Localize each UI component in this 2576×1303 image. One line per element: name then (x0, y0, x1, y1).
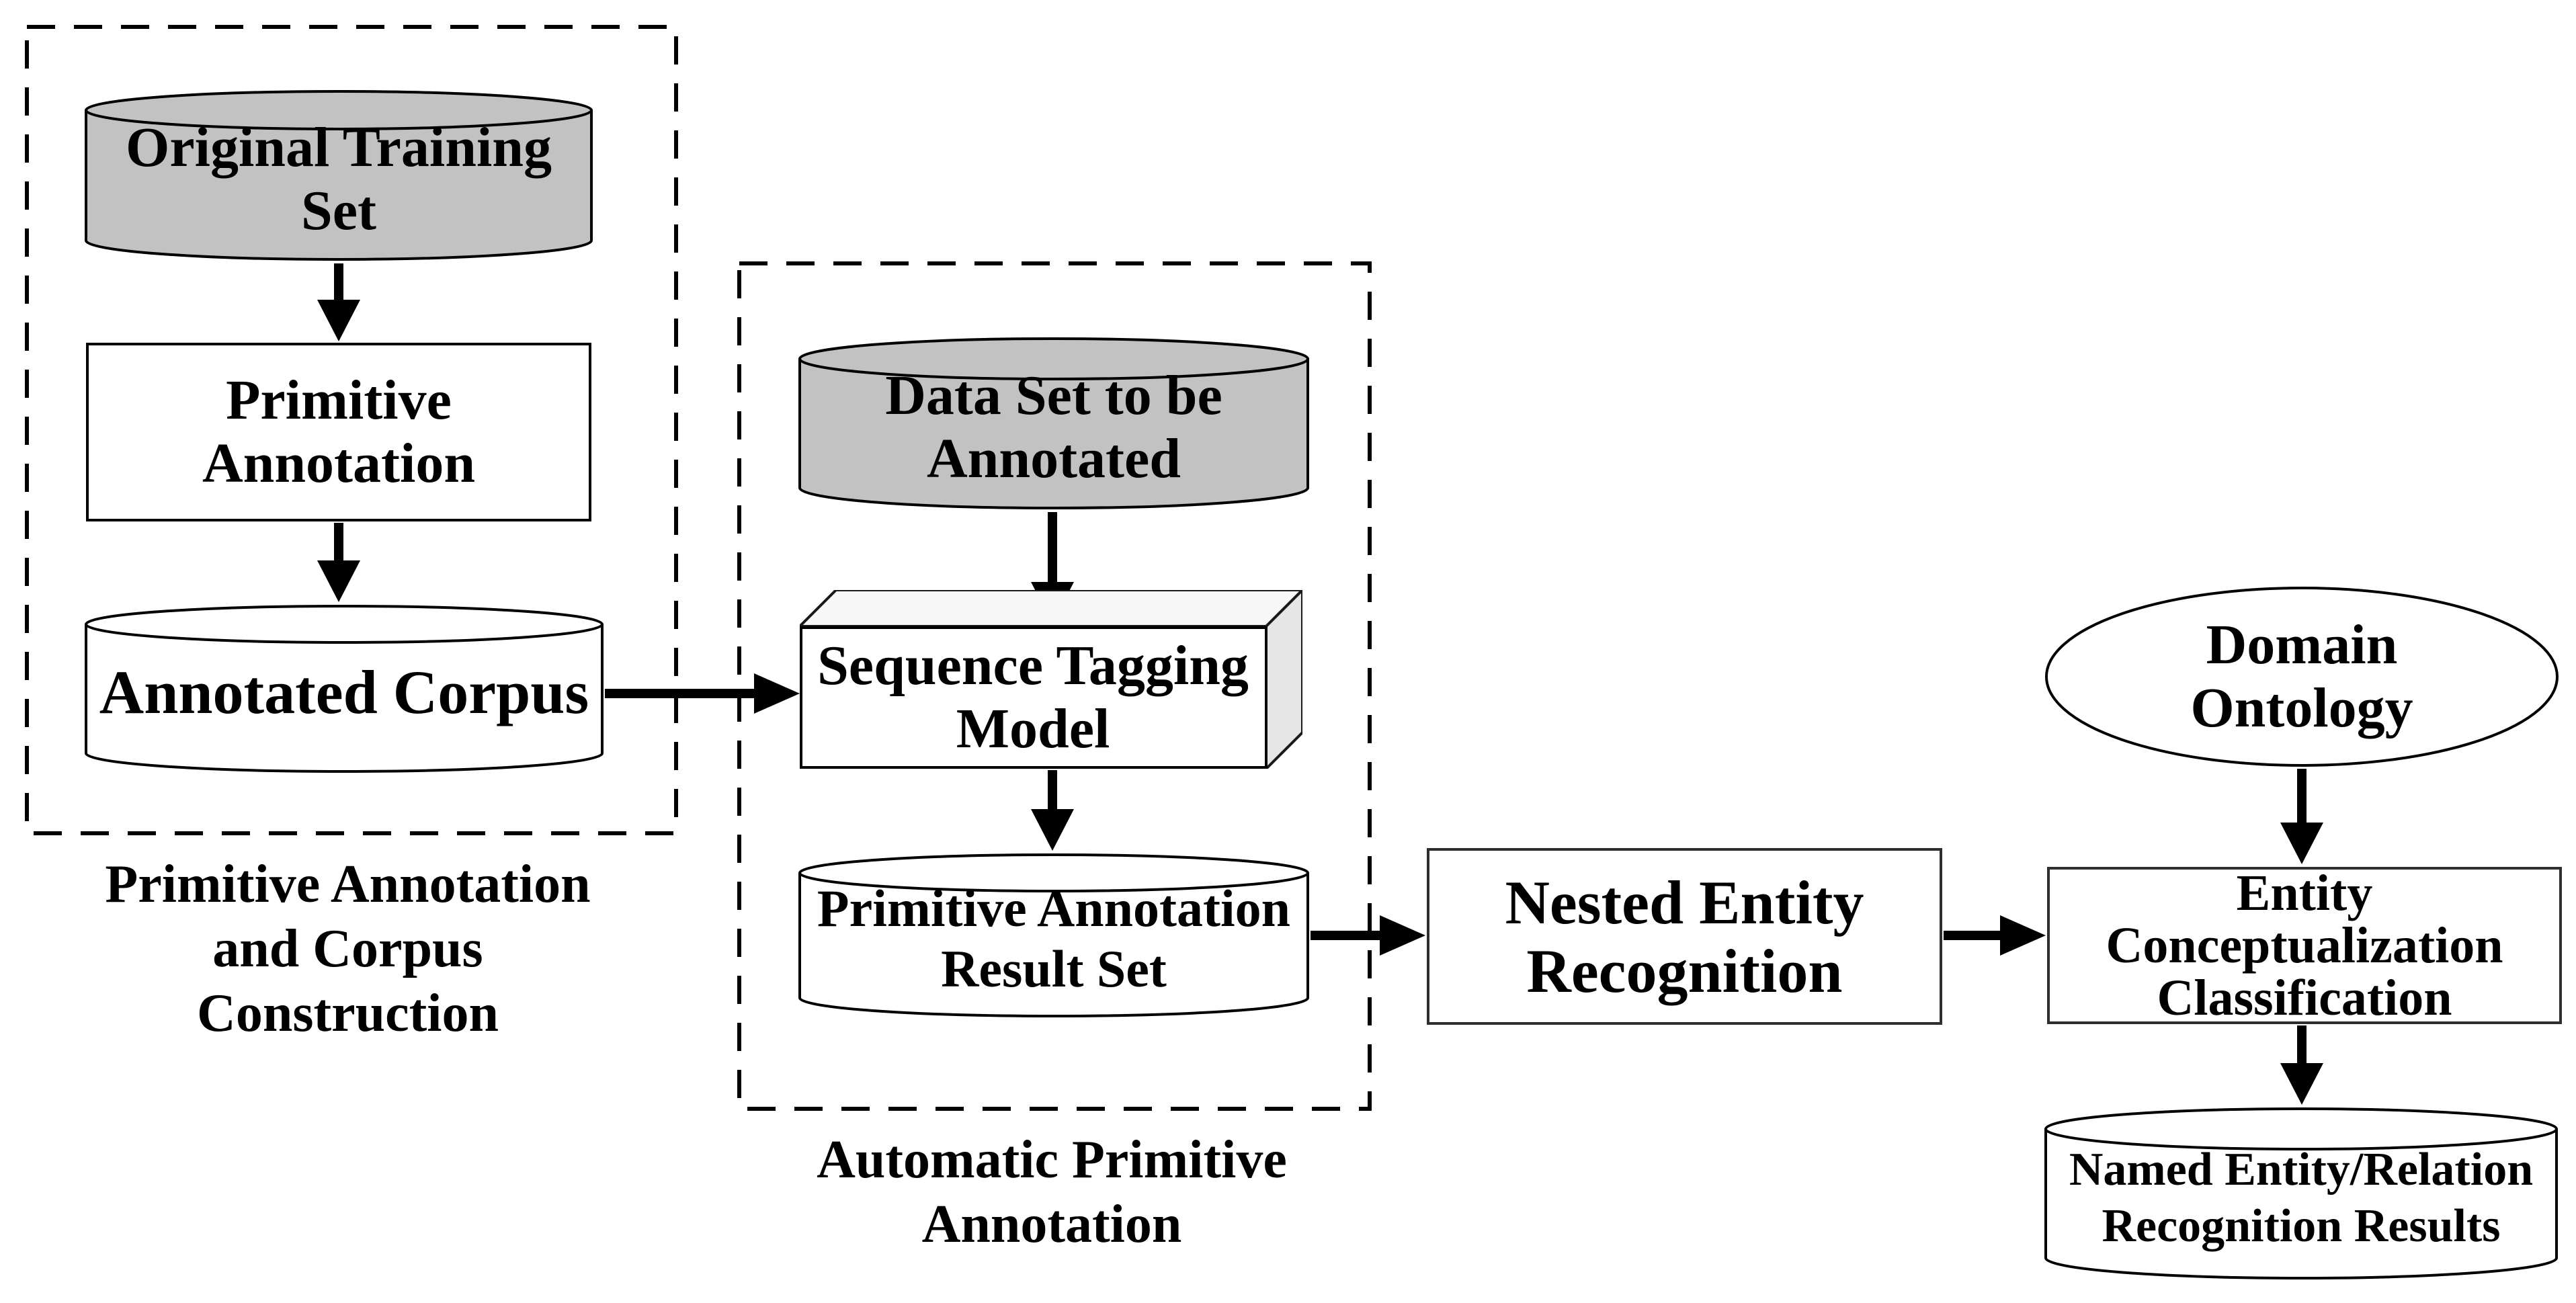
arrow-training-to-annotation (317, 263, 360, 341)
cylinder-top (2044, 1107, 2558, 1150)
cylinder-outline (85, 110, 593, 261)
node-label-line: Nested Entity (1505, 868, 1864, 937)
box3d-top-face (800, 590, 1302, 628)
node-label-line: Sequence Tagging (817, 634, 1249, 697)
domain-ontology-ellipse: Domain Ontology (2044, 586, 2559, 767)
node-label-line: Ontology (2190, 677, 2413, 739)
cylinder-body (86, 91, 591, 259)
cylinder-outline (2044, 1129, 2558, 1279)
sequence-tagging-model-box: Sequence Tagging Model (800, 590, 1302, 769)
node-label-line: Domain (2206, 614, 2398, 676)
caption-line: and Corpus (212, 919, 483, 978)
arrow-result-to-ner (1311, 915, 1425, 956)
node-label-line: Data Set to be (885, 364, 1222, 427)
cylinder-body (800, 855, 1308, 1016)
arrow-annotation-to-corpus (317, 523, 360, 602)
node-label-line: Set (301, 179, 376, 242)
cylinder-body (2046, 1109, 2557, 1278)
caption-primitive-annotation-and-corpus-construction: Primitive Annotation and Corpus Construc… (40, 852, 655, 1046)
cylinder-outline (798, 873, 1309, 1017)
primitive-annotation-box: Primitive Annotation (86, 343, 591, 521)
cylinder-body (86, 606, 602, 771)
node-label-line: Classification (2157, 970, 2452, 1026)
cylinder-outline (85, 624, 604, 773)
original-training-set-cylinder: Original Training Set (85, 89, 593, 262)
primitive-annotation-result-set-cylinder: Primitive Annotation Result Set (798, 852, 1309, 1019)
cylinder-top (85, 605, 604, 644)
caption-line: Automatic Primitive (817, 1130, 1287, 1189)
cylinder-top (798, 853, 1309, 892)
cylinder-outline (798, 359, 1309, 509)
node-label-line: Original Training (125, 116, 552, 179)
node-label-line: Recognition Results (2102, 1200, 2501, 1252)
arrow-ontology-to-conceptualization (2280, 769, 2323, 864)
arrow-corpus-to-model (605, 673, 800, 714)
caption-automatic-primitive-annotation: Automatic Primitive Annotation (773, 1128, 1331, 1257)
node-label-line: Primitive Annotation (817, 879, 1291, 937)
dashed-group-box-automatic-annotation (737, 261, 1372, 1111)
nested-entity-recognition-box: Nested Entity Recognition (1427, 848, 1942, 1025)
node-label-line: Named Entity/Relation (2069, 1144, 2534, 1195)
node-label-line: Model (956, 698, 1110, 760)
entity-conceptualization-classification-box: Entity Conceptualization Classification (2047, 867, 2562, 1024)
node-label-line: Entity (2236, 865, 2373, 921)
ellipse-shape (2045, 587, 2559, 767)
cylinder-body (800, 339, 1308, 508)
node-label-line: Conceptualization (2106, 917, 2503, 974)
arrow-conceptualization-to-results (2280, 1025, 2323, 1105)
arrow-model-to-result (1031, 770, 1074, 851)
box3d-front-face (800, 626, 1268, 769)
annotated-corpus-cylinder: Annotated Corpus (85, 603, 604, 774)
caption-line: Construction (197, 984, 499, 1043)
node-label-line: Primitive (226, 369, 452, 431)
cylinder-top (798, 337, 1309, 380)
named-entity-relation-recognition-results-cylinder: Named Entity/Relation Recognition Result… (2044, 1106, 2558, 1281)
data-set-to-be-annotated-cylinder: Data Set to be Annotated (798, 336, 1309, 511)
node-label-line: Annotated Corpus (99, 658, 589, 726)
dashed-group-box-corpus-construction (25, 25, 678, 835)
node-label-line: Annotated (926, 427, 1181, 490)
arrow-ner-to-conceptualization (1944, 915, 2046, 956)
node-label-line: Result Set (941, 939, 1167, 998)
caption-line: Annotation (921, 1195, 1182, 1254)
caption-line: Primitive Annotation (105, 855, 591, 914)
node-label-line: Recognition (1526, 936, 1843, 1005)
cylinder-top (85, 90, 593, 130)
node-label-line: Annotation (202, 432, 476, 495)
